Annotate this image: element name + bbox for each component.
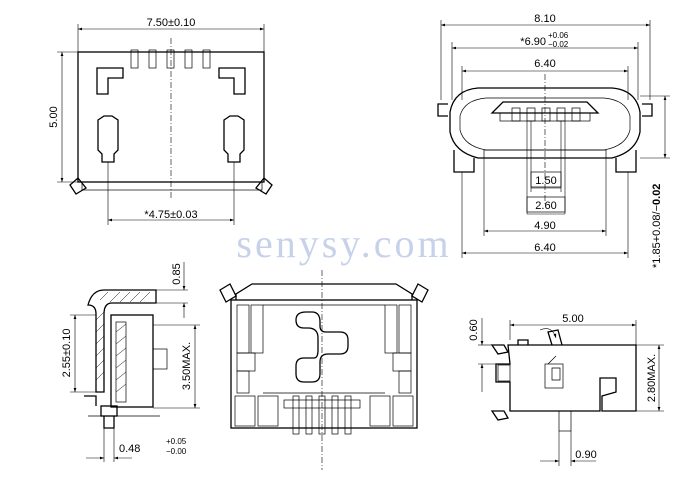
pin-thickness-plus: +0.05	[166, 437, 187, 446]
inner-width-label: *6.90	[520, 36, 546, 48]
opening-width-label: 6.40	[534, 58, 555, 70]
base-width-label: 6.40	[534, 242, 555, 254]
front-width-label: 8.10	[534, 13, 555, 25]
body-width-label: 4.90	[534, 220, 555, 232]
pin-thickness-label: 0.48	[119, 443, 140, 455]
front-height-bold: 0.02	[651, 184, 663, 205]
front-height-prefix: *1.85+0.08/−	[651, 205, 663, 268]
inner-width-tol-minus: −0.02	[548, 40, 569, 49]
top-thickness-label: 0.85	[171, 263, 183, 284]
right-step-label: 0.60	[468, 319, 480, 340]
bottom-view	[219, 270, 429, 470]
bottom-pin-row	[292, 395, 352, 435]
top-view-width-label: 7.50±0.10	[147, 17, 196, 29]
inner-width-tol-plus: +0.06	[548, 31, 569, 40]
right-max-height-label: 2.80MAX.	[646, 354, 658, 402]
right-lead-label: 0.90	[575, 449, 596, 461]
side-section-view: 0.85 2.55±0.10 3.50MAX. 0.48 +0.05 −0.00	[61, 262, 200, 462]
shell-height-label: 2.55±0.10	[61, 329, 73, 378]
top-view-height-label: 5.00	[48, 106, 60, 127]
front-height-label: *1.85+0.08/−0.02	[651, 184, 663, 268]
pin-span-label: 2.60	[535, 200, 556, 212]
top-pin-row	[130, 49, 211, 69]
hatched-shell	[87, 289, 157, 393]
pin-pitch-label: 1.50	[535, 175, 556, 187]
side-max-height-label: 3.50MAX.	[181, 342, 193, 390]
contact-row	[511, 107, 581, 122]
pin-thickness-minus: −0.00	[166, 447, 187, 456]
front-view: 8.10 *6.90 +0.06 −0.02 6.40 1.50 2.60 4.…	[437, 13, 670, 268]
watermark: senysy.com	[236, 221, 451, 266]
right-side-view: 5.00 0.60 2.80MAX. 0.90	[468, 313, 664, 466]
top-view: 7.50±0.10 5.00 *4.75±0.03	[48, 17, 273, 225]
pad-pitch-label: *4.75±0.03	[144, 209, 197, 221]
right-length-label: 5.00	[562, 313, 583, 325]
